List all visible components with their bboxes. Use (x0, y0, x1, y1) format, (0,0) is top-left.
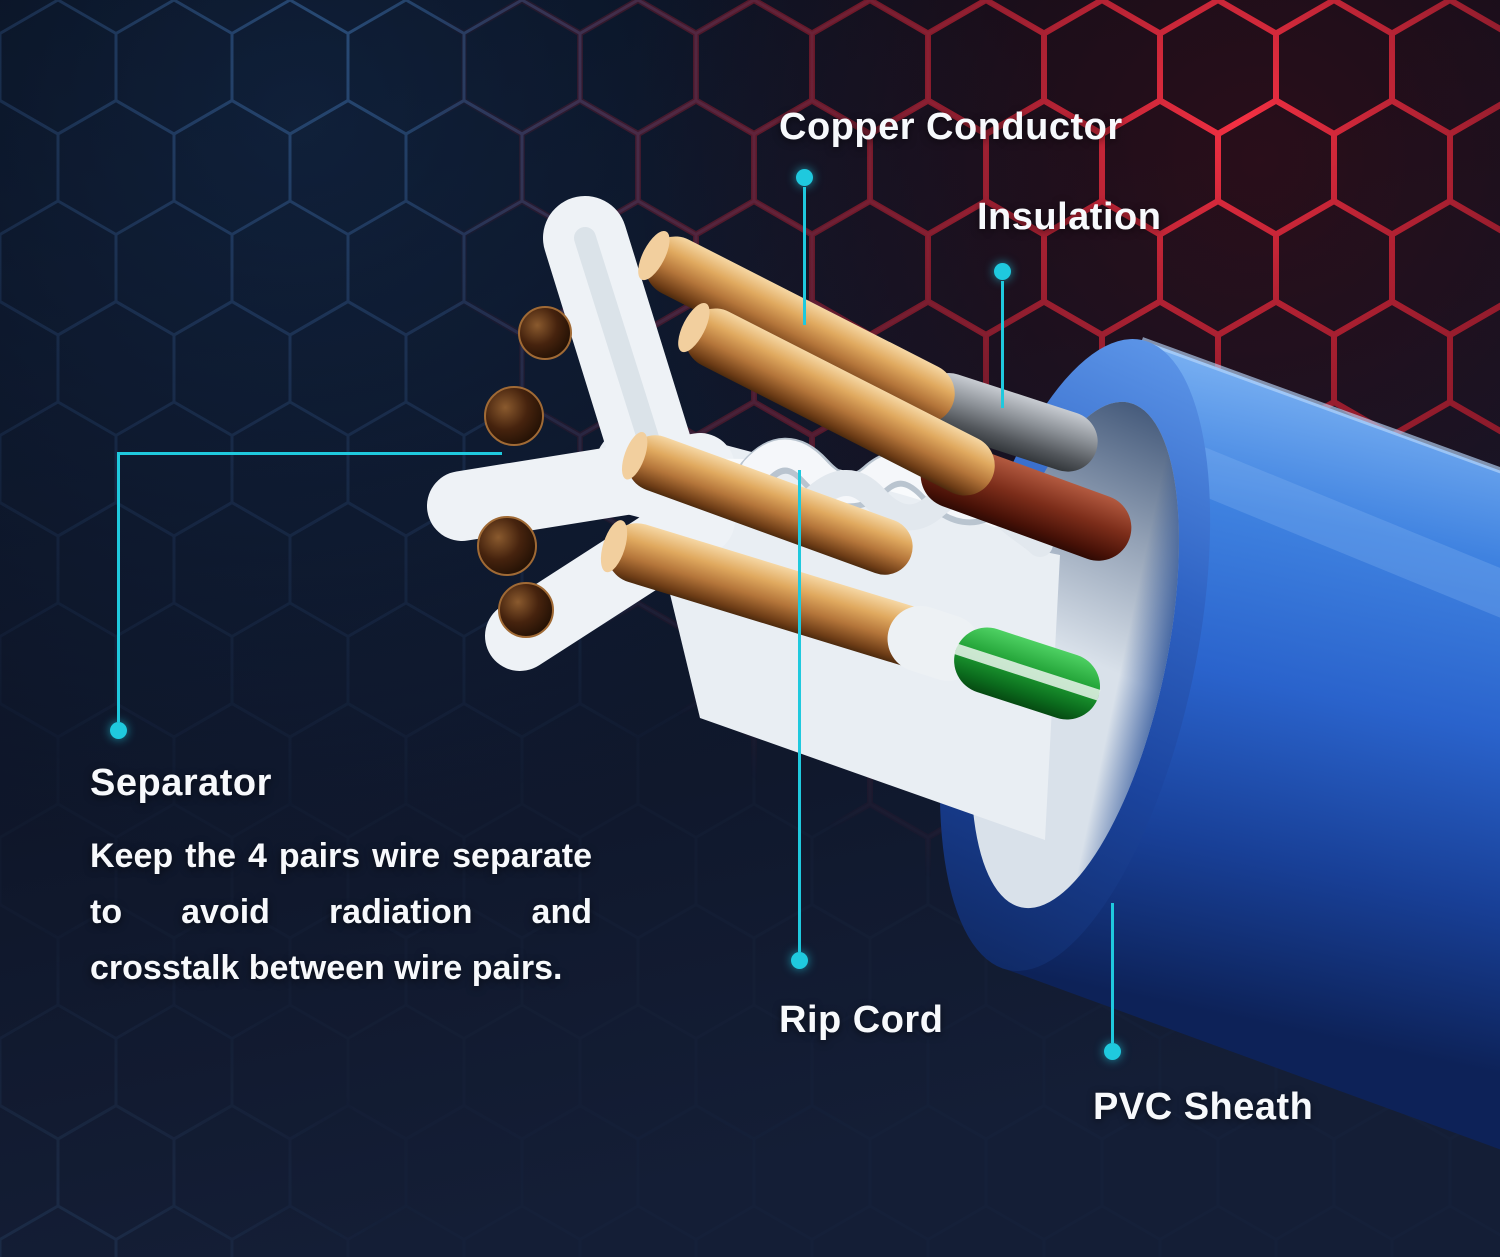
insulation-label: Insulation (977, 196, 1162, 238)
copper-conductor-dot (796, 169, 813, 186)
wire-end-stub (477, 516, 537, 576)
wire-end-stub (518, 306, 572, 360)
separator-line-horizontal (117, 452, 502, 455)
wire-end-stub (484, 386, 544, 446)
pvc-sheath-line (1111, 903, 1114, 1043)
insulation-dot (994, 263, 1011, 280)
copper-wire-top-2 (678, 302, 995, 496)
separator-label: Separator (90, 762, 272, 804)
sheath-top-highlight (1140, 337, 1500, 474)
copper-wire-mid-1 (621, 432, 913, 575)
rip-cord-label: Rip Cord (779, 999, 944, 1041)
copper-conductor-label: Copper Conductor (779, 106, 1123, 148)
wire-end-stub (498, 582, 554, 638)
pvc-sheath-label: PVC Sheath (1093, 1086, 1314, 1128)
sheath-reflection (1177, 447, 1500, 618)
rip-cord-line (798, 470, 801, 952)
copper-wire-mid-2 (600, 520, 974, 677)
separator-arm-top-shade (574, 227, 666, 471)
insulation-line (1001, 281, 1004, 408)
wire-end-stubs (477, 306, 572, 638)
separator-line-vertical (117, 452, 120, 722)
copper-conductor-line (803, 187, 806, 325)
separator-description: Keep the 4 pairs wire separate to avoid … (90, 837, 592, 987)
pvc-sheath-dot (1104, 1043, 1121, 1060)
rip-cord-dot (791, 952, 808, 969)
green-insulated-wire (887, 605, 1101, 720)
separator-dot (110, 722, 127, 739)
copper-wire-top-1 (638, 230, 955, 424)
